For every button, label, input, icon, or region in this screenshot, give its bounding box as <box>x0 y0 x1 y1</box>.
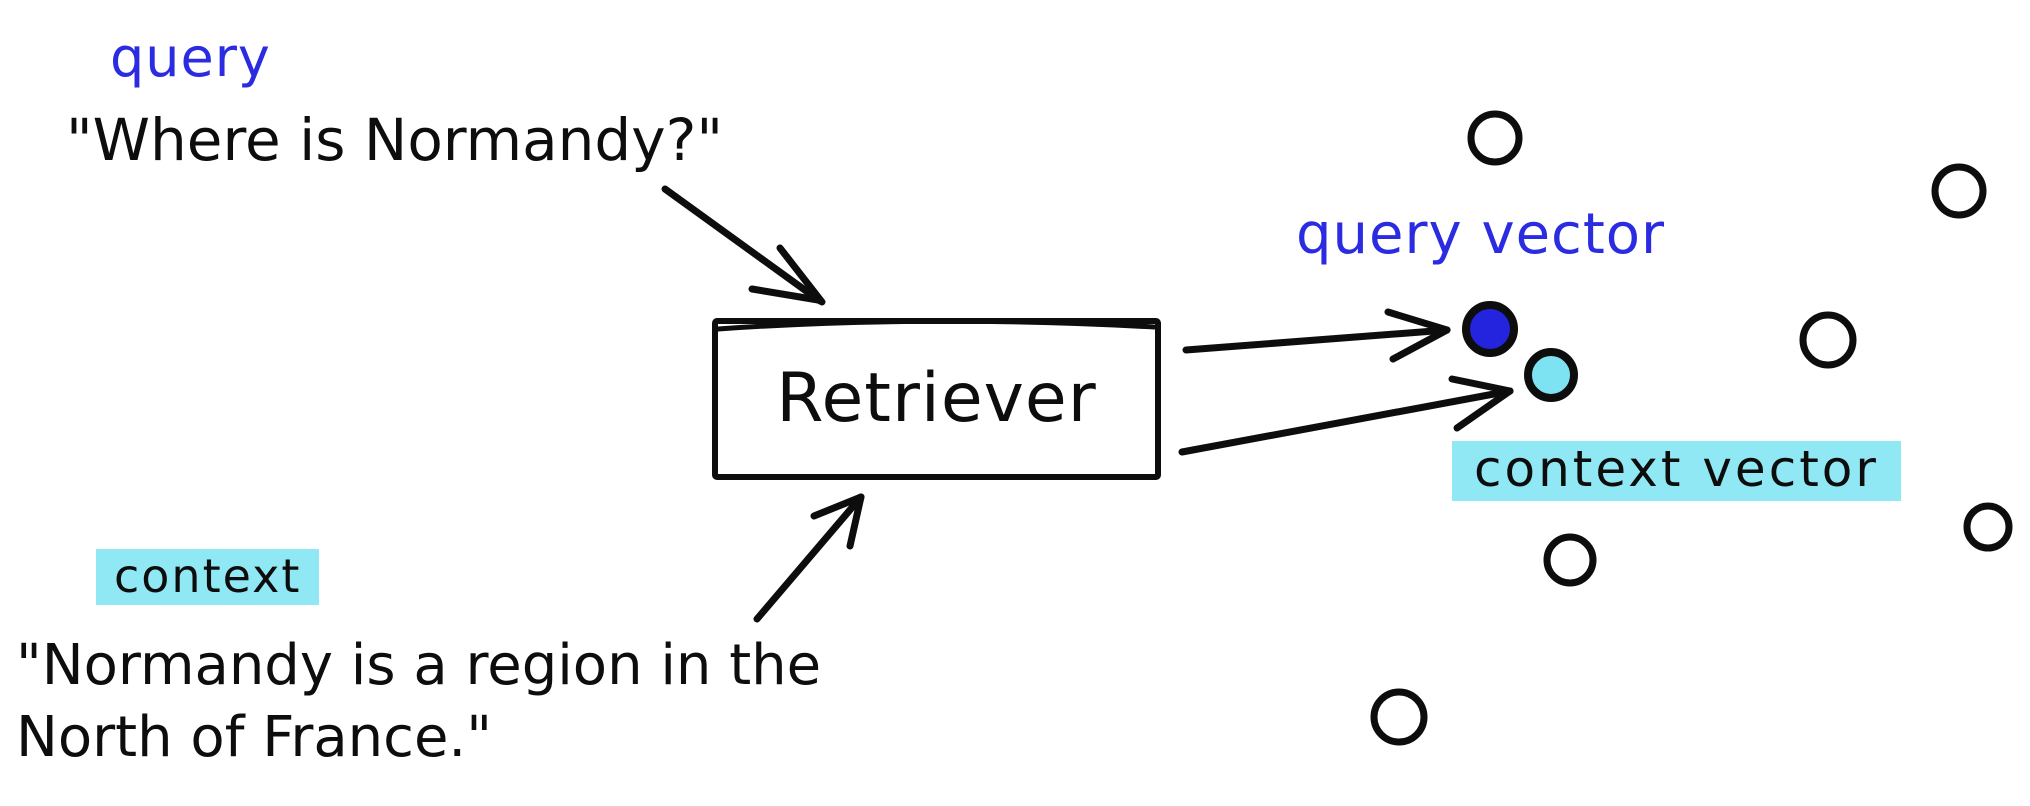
arrow-retriever-to-query-vector <box>1182 308 1451 363</box>
context-sentence-line1: "Normandy is a region in the <box>16 633 822 698</box>
query-vector-label: query vector <box>1296 202 1666 267</box>
embedding-point <box>1931 163 1987 219</box>
context-vector-highlight: context vector <box>1452 441 1901 501</box>
arrow-context-to-retriever <box>753 493 865 623</box>
retriever-box-top-stroke <box>715 318 1157 332</box>
query-sentence: "Where is Normandy?" <box>66 106 724 174</box>
context-vector-dot <box>1524 348 1578 402</box>
embedding-point <box>1467 110 1523 166</box>
context-label-highlight: context <box>96 549 320 605</box>
context-sentence-line2: North of France." <box>16 705 492 770</box>
query-vector-dot <box>1462 301 1518 357</box>
query-label: query <box>110 26 271 89</box>
embedding-point <box>1963 502 2013 552</box>
arrow-retriever-to-context-vector <box>1178 375 1514 456</box>
context-sentence: "Normandy is a region in the North of Fr… <box>16 630 821 774</box>
embedding-point <box>1370 688 1428 746</box>
embedding-point <box>1799 311 1857 369</box>
embedding-points <box>1370 110 2013 746</box>
context-label: context <box>96 549 320 605</box>
context-vector-label: context vector <box>1452 441 1901 501</box>
arrow-query-to-retriever <box>661 185 826 306</box>
retriever-label: Retriever <box>776 358 1097 438</box>
embedding-point <box>1543 533 1597 587</box>
